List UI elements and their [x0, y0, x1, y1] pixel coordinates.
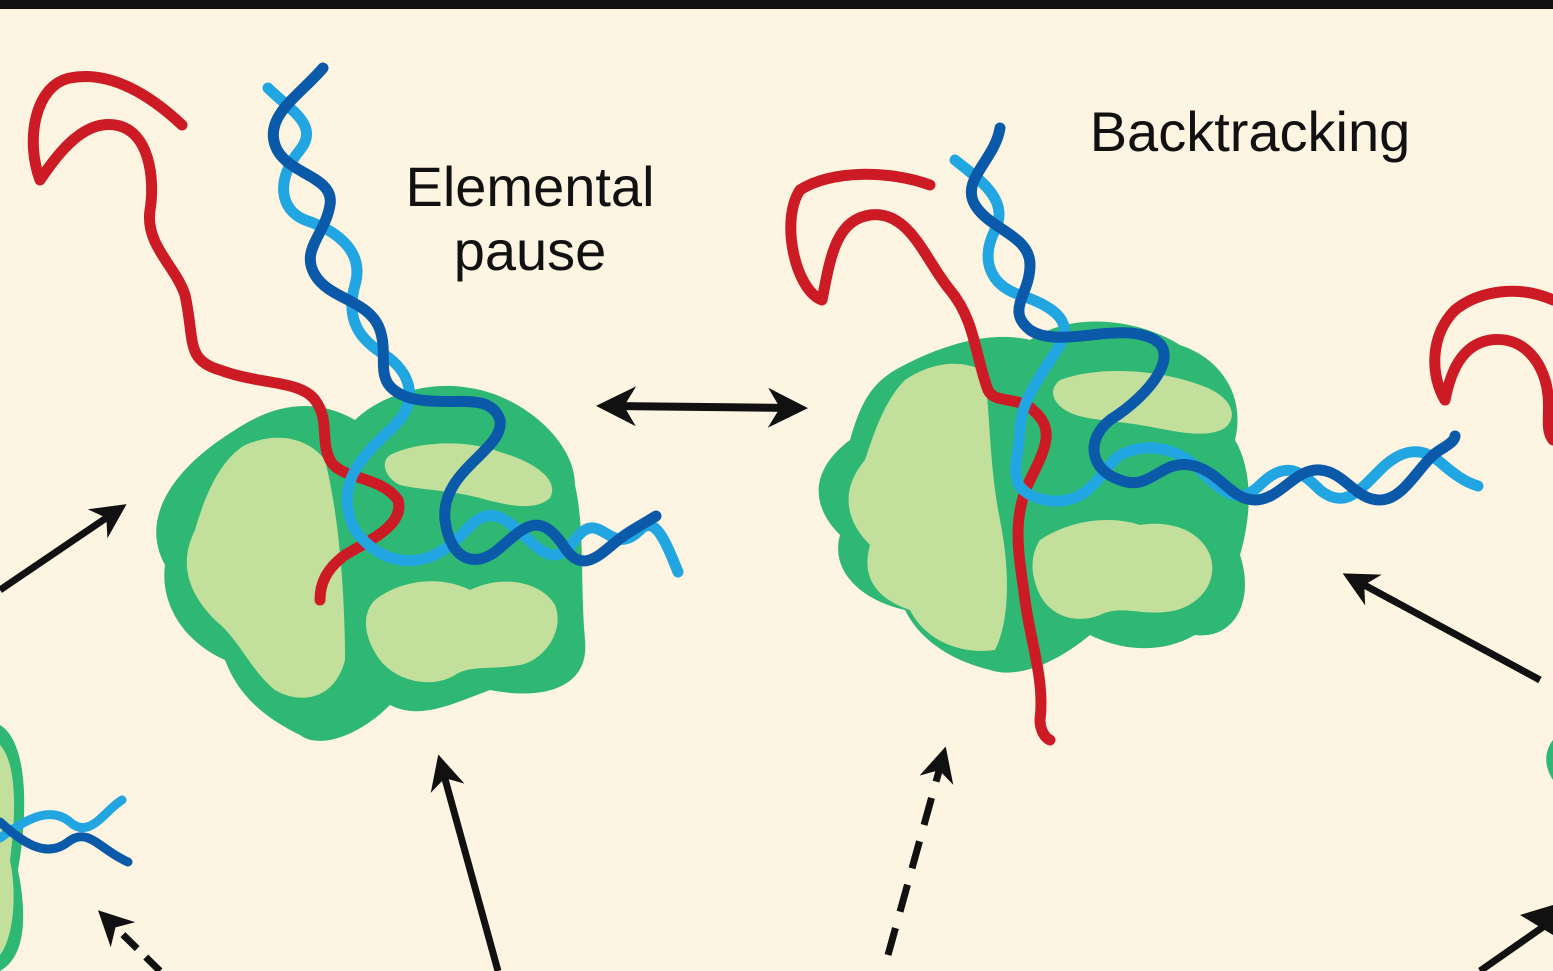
dna-template-strand-backtracking [965, 122, 1461, 506]
rna-strand-elemental [27, 71, 405, 606]
rna-strand-backtracking [785, 168, 1056, 746]
label-elemental-pause-line2: pause [453, 219, 607, 282]
transition-arrow-elemental-backtracking [596, 386, 808, 428]
arrow-into-backtracking-right [1342, 573, 1542, 684]
arrow-into-backtracking-bottom-dashed [884, 746, 954, 956]
top-border [0, 0, 1553, 9]
polymerase-backtracking [785, 122, 1484, 746]
polymerase-elemental-pause [27, 62, 684, 741]
arrow-bottom-right [1477, 917, 1553, 971]
dna-nontemplate-strand-elemental [262, 82, 684, 578]
polymerase-inner-lobe-left [848, 363, 1007, 651]
rna-strand-right [1429, 285, 1553, 446]
polymerase-inner-lobe-top [1053, 370, 1232, 434]
polymerase-inner-lobe-left [186, 437, 345, 698]
polymerase-edge-right [1546, 740, 1553, 780]
polymerase-inner-lobe-right [1032, 520, 1213, 619]
dna-template-strand-elemental [267, 62, 662, 567]
partial-complex-right [1429, 285, 1553, 780]
arrowhead-bottom-right [1520, 905, 1553, 935]
label-elemental-pause: Elemental pause [380, 155, 680, 283]
label-backtracking: Backtracking [1089, 100, 1411, 163]
label-elemental-pause-line1: Elemental [405, 155, 655, 218]
arrow-into-elemental-left [0, 504, 127, 593]
partial-polymerase-left [0, 725, 133, 971]
polymerase-inner-lobe-right [365, 581, 558, 683]
arrow-bottom-left-dashed [98, 910, 163, 971]
arrows [0, 386, 1553, 971]
arrow-into-elemental-bottom [430, 754, 502, 971]
